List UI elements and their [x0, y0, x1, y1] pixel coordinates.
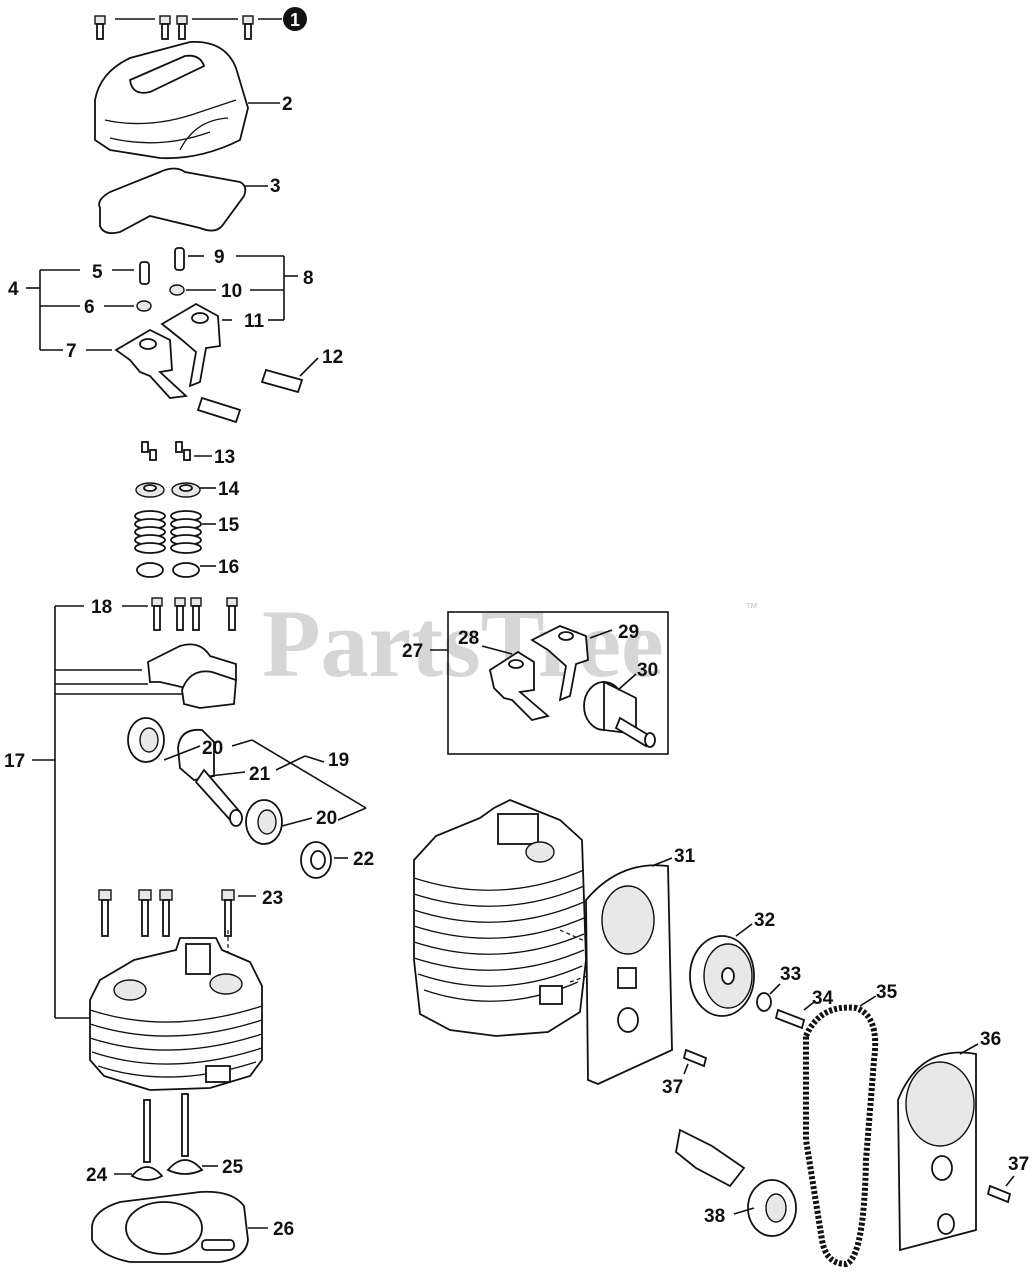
callout-28: 28 [458, 628, 479, 649]
part-nut-10[interactable] [169, 284, 185, 296]
callout-24: 24 [86, 1165, 108, 1186]
callout-30: 30 [637, 660, 658, 681]
part-washer-33[interactable] [756, 992, 772, 1012]
part-nut-6[interactable] [136, 300, 152, 312]
part-bolt-34[interactable] [774, 1008, 806, 1030]
callout-4: 4 [8, 279, 19, 300]
part-timing-cover-31[interactable] [585, 864, 673, 1085]
callout-20a: 20 [202, 738, 223, 759]
callout-35: 35 [876, 982, 898, 1003]
callout-36: 36 [980, 1029, 1001, 1050]
callout-20b: 20 [316, 808, 337, 829]
callout-32: 32 [754, 910, 775, 931]
part-crankshaft-pulley-38[interactable] [675, 1128, 797, 1237]
callout-27: 27 [402, 641, 423, 662]
part-outer-cover-36[interactable] [897, 1051, 977, 1252]
callout-3: 3 [270, 176, 281, 197]
part-camshaft-21[interactable] [177, 728, 243, 827]
callout-22: 22 [353, 849, 374, 870]
part-head-gasket-26[interactable] [91, 1190, 249, 1263]
part-retainers-14[interactable] [135, 482, 201, 498]
part-bearing-cap[interactable] [147, 643, 237, 709]
part-shaft-12[interactable] [196, 368, 304, 424]
part-valve-cover-2[interactable] [94, 41, 249, 160]
part-valve-25[interactable] [166, 1093, 204, 1175]
callout-8: 8 [303, 268, 314, 289]
part-cylinder-head[interactable] [89, 937, 263, 1091]
svg-text:1: 1 [290, 10, 300, 30]
callout-23: 23 [262, 888, 283, 909]
part-rocker-arm-28[interactable] [488, 650, 550, 721]
callout-10: 10 [221, 281, 242, 302]
part-springs-15[interactable] [134, 510, 202, 554]
inset-box-27 [447, 611, 669, 755]
callout-14: 14 [218, 479, 240, 500]
part-timing-belt-35[interactable] [803, 1004, 879, 1268]
part-screws-1[interactable] [94, 15, 254, 40]
part-keepers-13[interactable] [141, 441, 191, 461]
callout-7: 7 [66, 341, 77, 362]
part-pushrod-9[interactable] [174, 247, 185, 271]
part-bearing-20b[interactable] [245, 799, 283, 845]
part-pushrod-5[interactable] [139, 261, 150, 285]
part-valve-24[interactable] [130, 1099, 164, 1181]
callout-25: 25 [222, 1157, 244, 1178]
callout-6: 6 [84, 297, 95, 318]
part-engine-block[interactable] [413, 799, 587, 1037]
callout-9: 9 [214, 247, 225, 268]
watermark-text: PartsTree [262, 590, 664, 697]
callout-34: 34 [812, 988, 834, 1009]
callout-31: 31 [674, 846, 696, 867]
part-screws-18[interactable] [151, 597, 238, 631]
part-pulley-32[interactable] [689, 935, 755, 1017]
part-seal-22[interactable] [300, 841, 332, 879]
callout-13: 13 [214, 447, 235, 468]
callout-2: 2 [282, 94, 293, 115]
part-rocker-arm-7[interactable] [114, 328, 189, 399]
callout-17: 17 [4, 751, 25, 772]
part-camshaft-30[interactable] [583, 680, 656, 748]
watermark-trademark: ™ [745, 600, 758, 615]
callout-21: 21 [249, 764, 271, 785]
callout-1: 1 [283, 7, 307, 31]
callout-12: 12 [322, 347, 343, 368]
callout-19: 19 [328, 750, 349, 771]
part-rocker-arm-29[interactable] [530, 625, 589, 702]
part-gasket-3[interactable] [98, 167, 247, 235]
callout-11: 11 [244, 311, 265, 332]
part-rocker-arm-11[interactable] [160, 302, 221, 388]
callout-37b: 37 [1008, 1154, 1029, 1175]
callout-29: 29 [618, 622, 639, 643]
part-bolt-37a[interactable] [682, 1048, 708, 1068]
part-head-bolts-23[interactable] [98, 889, 235, 937]
part-bearing-20a[interactable] [127, 717, 165, 763]
part-seals-16[interactable] [136, 562, 200, 578]
callout-33: 33 [780, 964, 801, 985]
callout-26: 26 [273, 1219, 294, 1240]
callout-37a: 37 [662, 1077, 683, 1098]
callout-38: 38 [704, 1206, 725, 1227]
callout-5: 5 [92, 262, 103, 283]
callout-16: 16 [218, 557, 239, 578]
part-bolt-37b[interactable] [986, 1184, 1012, 1204]
callout-18: 18 [91, 597, 112, 618]
callout-15: 15 [218, 515, 240, 536]
